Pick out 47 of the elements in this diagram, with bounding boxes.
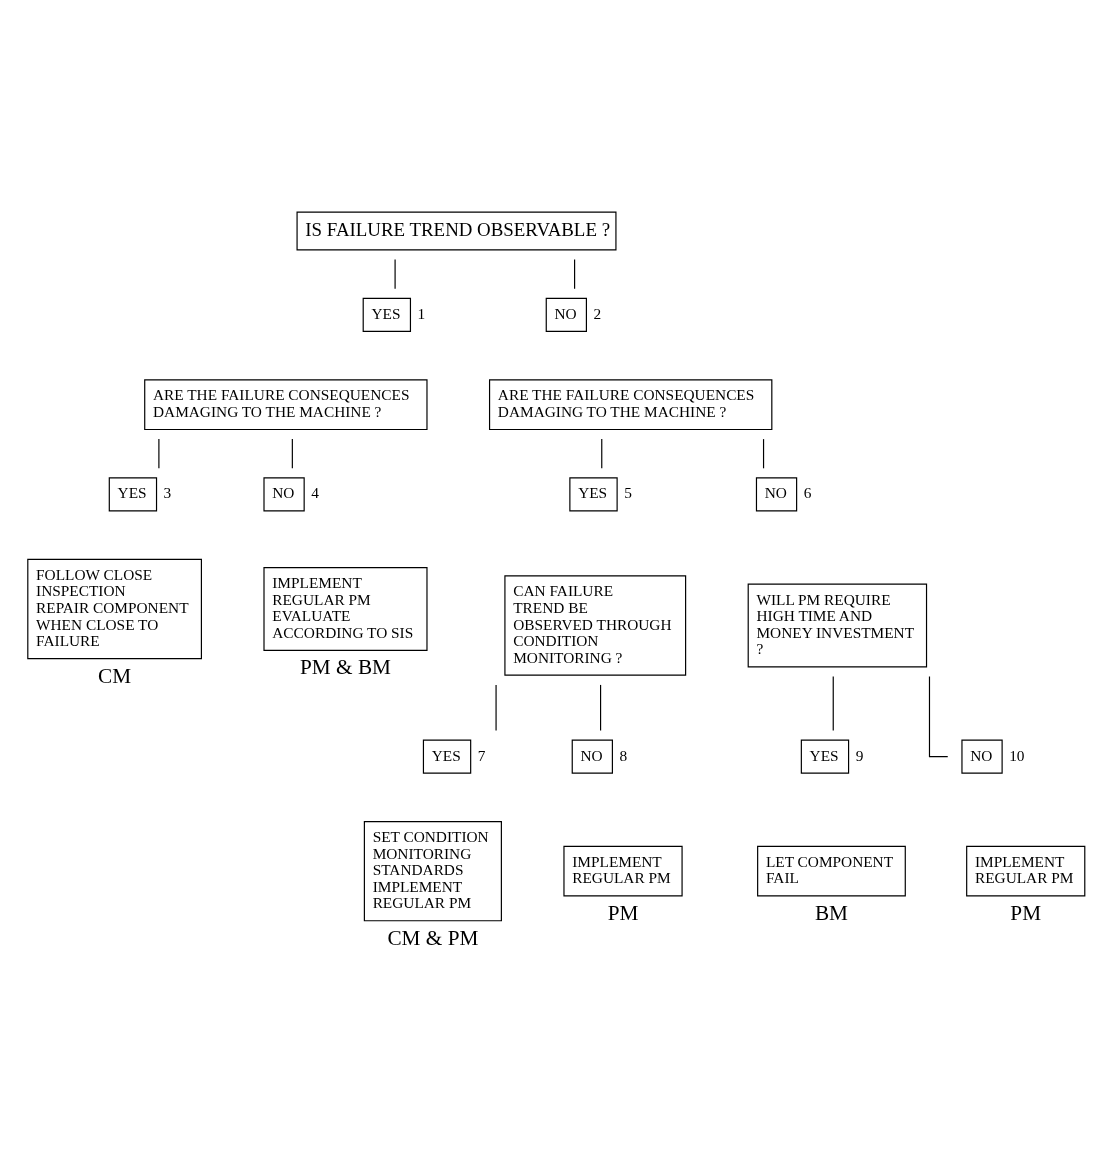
node-box: NO [571,739,613,774]
connector [762,438,765,469]
node-box: NO [961,739,1003,774]
node-label: 6 [803,484,812,502]
node-box: NO [755,477,798,512]
node-label: 7 [477,746,486,764]
node-label: CM [98,663,132,688]
node-box: ARE THE FAILURE CONSEQUENCES DAMAGING TO THE MACHINE ? [489,379,773,431]
node-box: ARE THE FAILURE CONSEQUENCES DAMAGING TO THE MACHINE ? [144,379,428,431]
connector [291,438,293,469]
node-label: PM & BM [300,655,391,680]
node-label: PM [607,901,639,926]
connector [574,258,576,290]
node-label: 2 [593,304,602,322]
node-label: 9 [855,746,864,764]
node-box: YES [569,477,618,512]
node-box: IMPLEMENT REGULAR PM [563,845,683,897]
connector [601,438,603,469]
node-box: IMPLEMENT REGULAR PM EVALUATE ACCORDING TO SIS [263,567,428,651]
node-label: BM [814,901,849,926]
node-box: FOLLOW CLOSE INSPECTION REPAIR COMPONENT WHEN CLOSE TO FAILURE [27,558,202,660]
connector [158,438,160,469]
node-box: SET CONDITION MONITORING STANDARDS IMPLEMENT REGULAR PM [363,820,502,922]
node-box: CAN FAILURE TREND BE OBSERVED THROUGH CONDITION MONITORING ? [504,575,687,676]
node-box: LET COMPONENT FAIL [757,845,906,897]
node-label: 10 [1009,746,1025,764]
node-label: 1 [417,304,426,322]
node-label: 3 [163,484,172,502]
connector [394,258,396,290]
node-box: NO [263,477,305,512]
node-box: WILL PM REQUIRE HIGH TIME AND MONEY INVESTMENT ? [747,583,928,668]
connector [495,684,497,732]
connector [832,676,834,731]
node-label: 8 [619,746,628,764]
node-box: YES [800,739,850,774]
node-box: YES [108,477,158,512]
node-label: PM [1010,901,1042,926]
node-box: YES [362,297,412,333]
connector [928,676,949,758]
node-box: IMPLEMENT REGULAR PM [966,845,1086,897]
node-box: IS FAILURE TREND OBSERVABLE ? [296,211,617,251]
connector [600,684,602,732]
node-box: NO [545,297,587,333]
node-label: 5 [624,484,632,502]
node-label: CM & PM [387,925,479,950]
node-box: YES [422,739,472,774]
node-label: 4 [311,484,319,502]
